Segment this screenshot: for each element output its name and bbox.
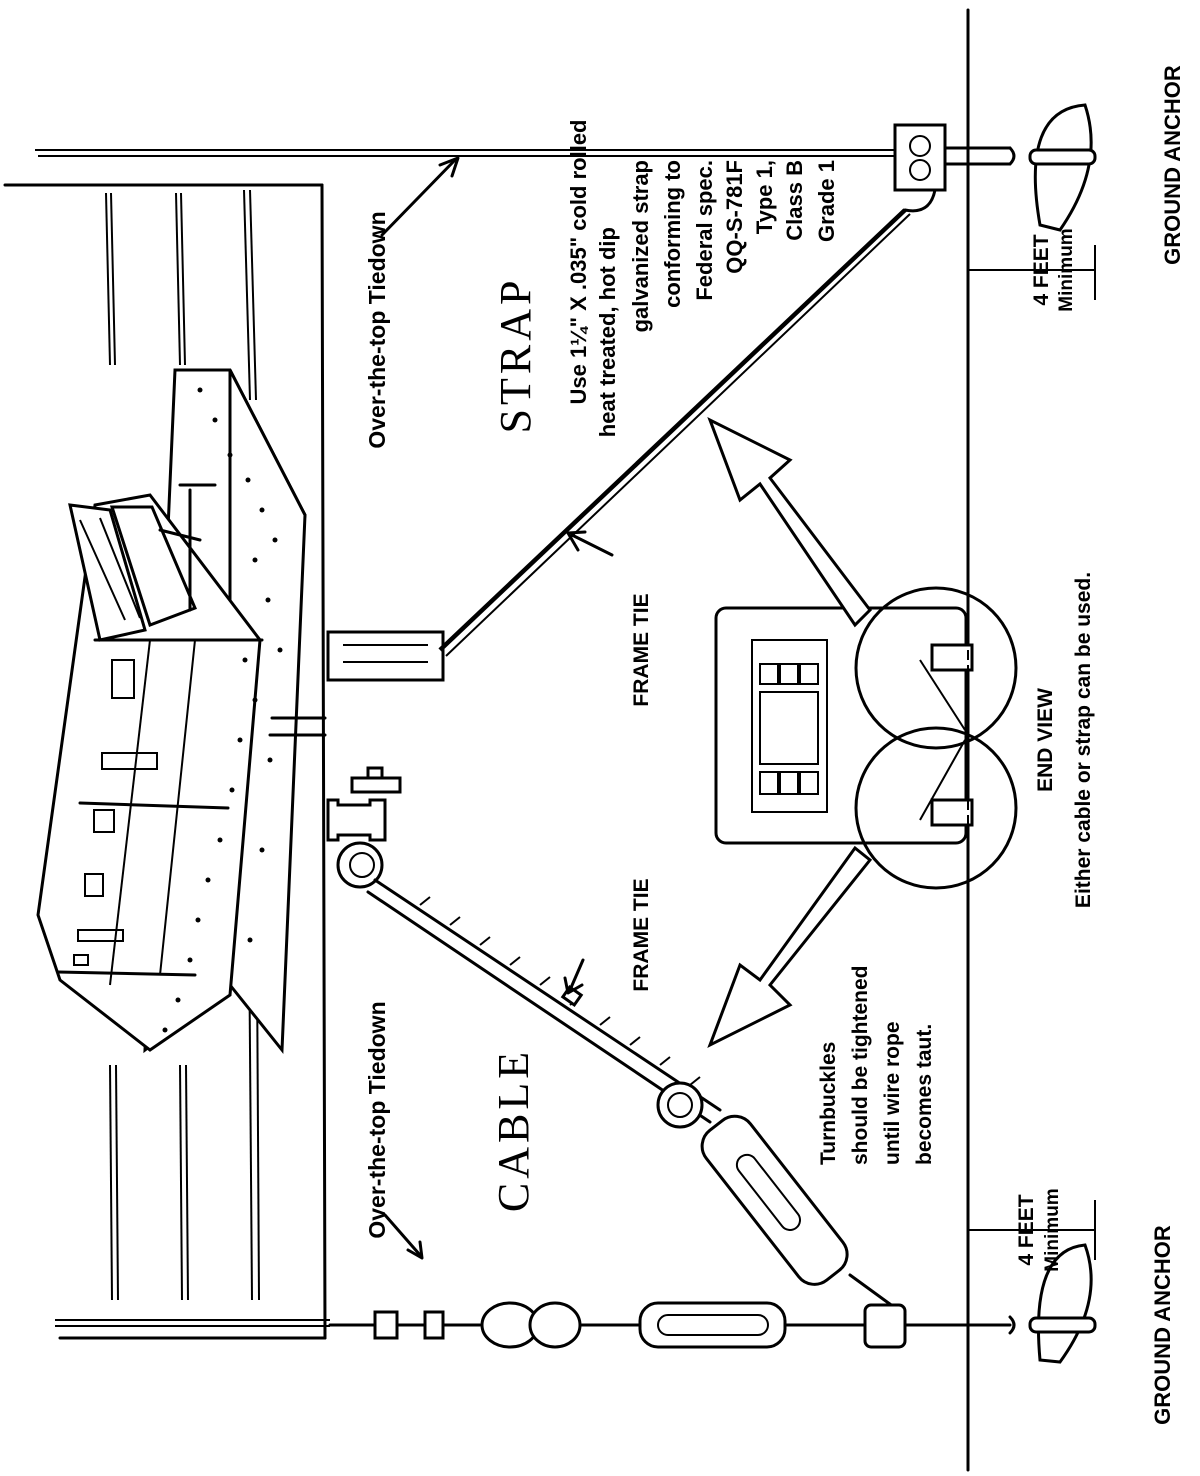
cable-depth-label-line1: 4 FEET (1015, 1194, 1038, 1265)
note-line: until wire rope (881, 1021, 904, 1165)
end-view-arrow-cable (707, 845, 873, 1049)
cable-ground-anchor-label: GROUND ANCHOR (1150, 1225, 1175, 1425)
cable-frame-tie (336, 841, 722, 1129)
ground-anchor-cable-icon (1028, 1243, 1097, 1364)
spec-line: QQ-S-781F (722, 160, 747, 274)
over-the-top-tiedown-strap-band (35, 149, 935, 157)
depth-marker-cable (968, 1200, 1096, 1260)
strap-anchor-rod (943, 146, 1016, 166)
slab-speckles (162, 387, 283, 1033)
spec-line: galvanized strap (628, 160, 653, 332)
cable-turnbuckle-diagonal (700, 1114, 907, 1317)
end-view-title: END VIEW (1034, 688, 1057, 792)
end-view-zoom-circle-top (854, 586, 1018, 750)
mobile-home-illustration (36, 368, 307, 1055)
cable-depth-label-line2: Minimum (1042, 1188, 1063, 1271)
depth-marker-strap (968, 245, 1096, 300)
home-wall-outline (3, 183, 327, 1340)
strap-frame-tie-label: FRAME TIE (630, 593, 653, 706)
strap-title: STRAP (491, 277, 540, 434)
end-view-zoom-circle-bottom (854, 726, 1018, 890)
over-the-top-tiedown-cable-band (55, 1319, 330, 1327)
end-view-arrow-strap (707, 416, 872, 628)
spec-line: Class B (782, 160, 807, 241)
frame-i-beam-cable-side (326, 766, 402, 842)
spec-line: Federal spec. (692, 160, 717, 301)
over-the-top-cable-hardware (328, 1301, 1016, 1349)
strap-anchor-head (893, 123, 947, 213)
strap-frame-tie (438, 208, 911, 657)
cable-over-the-top-label: Over-the-top Tiedown (364, 1001, 390, 1238)
cable-turnbuckle-note: Turnbuckles should be tightened until wi… (817, 966, 936, 1166)
beam-connector (268, 716, 327, 737)
spec-line: Grade 1 (814, 160, 839, 242)
end-view-illustration (714, 560, 1018, 910)
strap-depth-label-line2: Minimum (1056, 228, 1077, 311)
strap-depth-label-line1: 4 FEET (1030, 234, 1053, 305)
cable-frame-tie-label: FRAME TIE (630, 878, 653, 991)
note-line: should be tightened (849, 966, 872, 1166)
strap-over-the-top-label: Over-the-top Tiedown (364, 211, 390, 448)
note-line: Turnbuckles (817, 1042, 840, 1165)
strap-spec-note: Use 1¼" X .035" cold rolled heat treated… (566, 120, 839, 438)
spec-line: Type 1, (752, 160, 777, 234)
note-line: becomes taut. (913, 1024, 936, 1165)
pointer-arrows (380, 156, 614, 1260)
spec-line: conforming to (660, 160, 685, 308)
cable-title: CABLE (489, 1048, 538, 1212)
frame-i-beam-strap-side (326, 630, 445, 682)
end-view-caption: Either cable or strap can be used. (1072, 572, 1095, 908)
spec-line: heat treated, hot dip (595, 227, 620, 437)
spec-line: Use 1¼" X .035" cold rolled (566, 120, 591, 405)
ground-anchor-strap-icon (1028, 103, 1097, 232)
strap-ground-anchor-label: GROUND ANCHOR (1160, 65, 1185, 265)
